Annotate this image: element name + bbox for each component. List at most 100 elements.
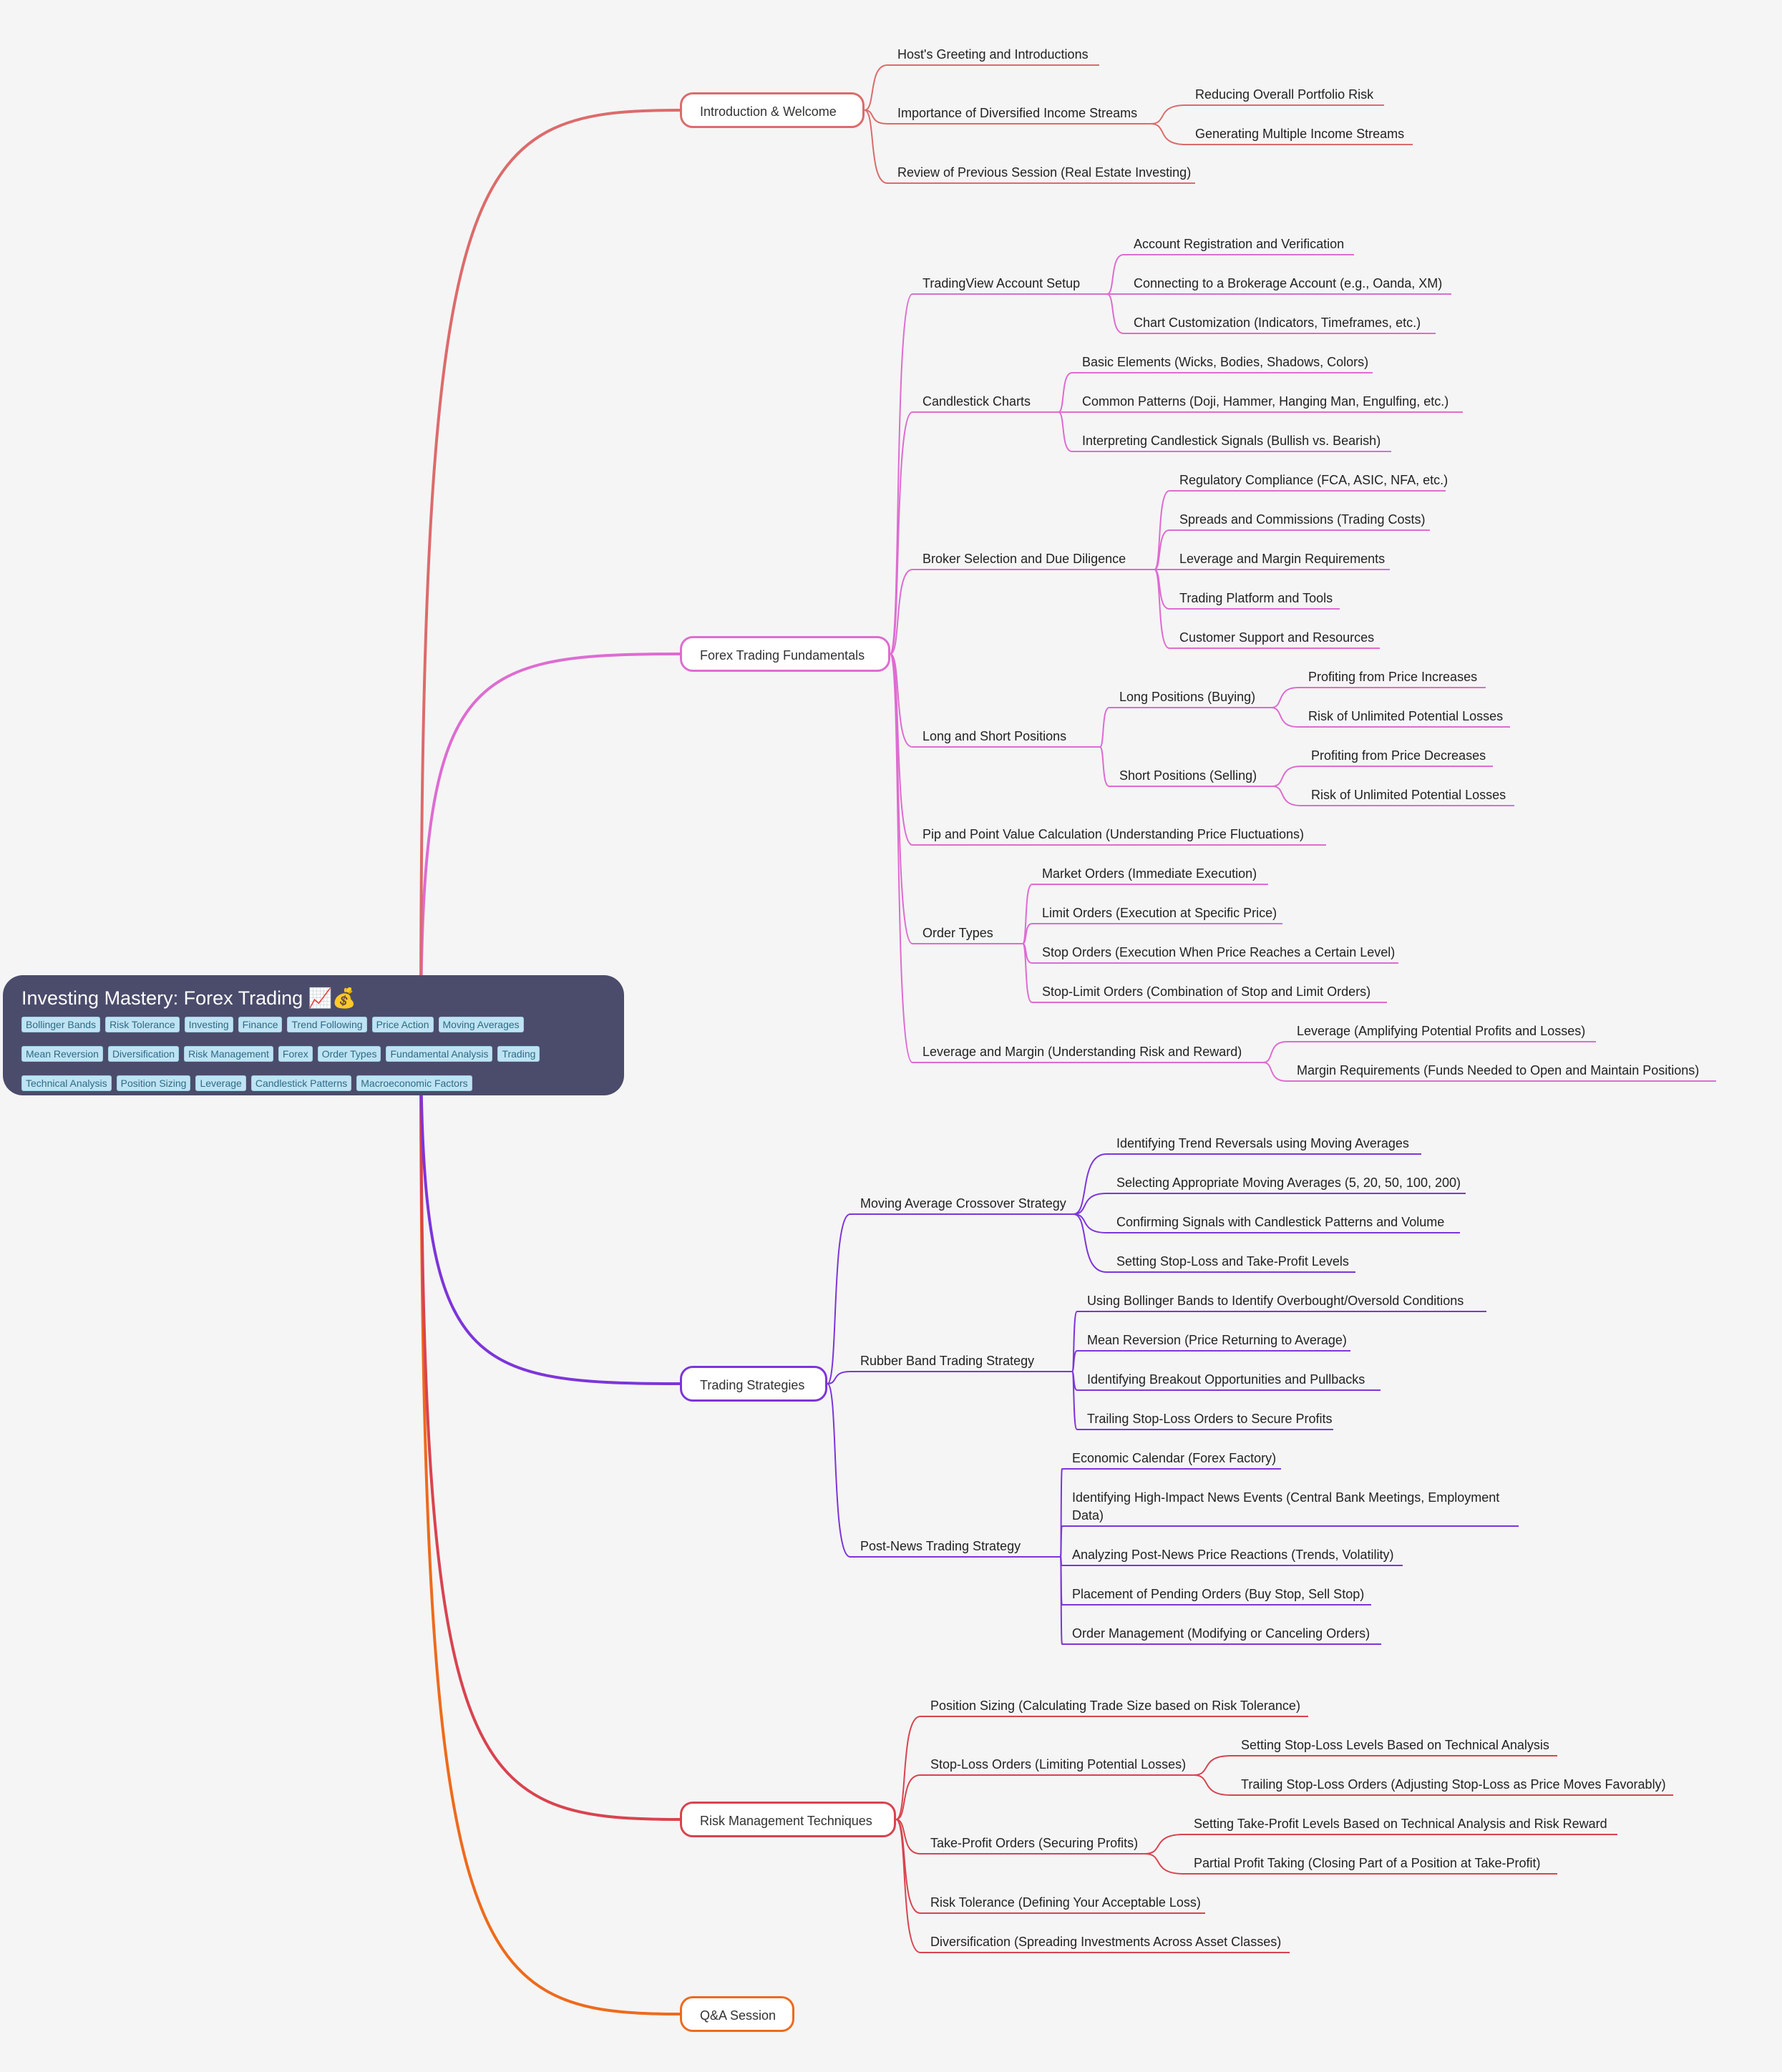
branch-node[interactable]: Forex Trading Fundamentals — [680, 636, 890, 672]
topic-node[interactable]: Order Types — [922, 926, 993, 940]
connector-line — [1073, 1153, 1107, 1215]
topic-node[interactable]: Leverage and Margin (Understanding Risk … — [922, 1045, 1242, 1059]
connector-line — [1144, 1853, 1184, 1875]
topic-node[interactable]: Risk Tolerance (Defining Your Acceptable… — [930, 1895, 1201, 1910]
topic-node[interactable]: Placement of Pending Orders (Buy Stop, S… — [1072, 1587, 1365, 1601]
topic-node[interactable]: TradingView Account Setup — [922, 276, 1081, 290]
connector-line — [864, 64, 888, 111]
topic-node[interactable]: Analyzing Post-News Price Reactions (Tre… — [1072, 1548, 1394, 1562]
connector-line — [890, 653, 913, 846]
branch-node[interactable]: Q&A Session — [680, 1996, 794, 2032]
topic-node[interactable]: Partial Profit Taking (Closing Part of a… — [1194, 1856, 1541, 1870]
topic-node[interactable]: Leverage (Amplifying Potential Profits a… — [1297, 1024, 1586, 1038]
topic-node[interactable]: Identifying Breakout Opportunities and P… — [1087, 1372, 1365, 1387]
topic-node[interactable]: Reducing Overall Portfolio Risk — [1195, 87, 1374, 102]
connector-line — [1060, 1525, 1063, 1558]
topic-node[interactable]: Account Registration and Verification — [1134, 237, 1345, 251]
branch-node[interactable]: Risk Management Techniques — [680, 1802, 896, 1837]
topic-node[interactable]: Long and Short Positions — [922, 729, 1067, 743]
topic-node[interactable]: Diversification (Spreading Investments A… — [930, 1935, 1282, 1949]
topic-node[interactable]: Review of Previous Session (Real Estate … — [897, 165, 1192, 180]
branch-connector — [419, 653, 681, 1036]
topic-node[interactable]: Setting Take-Profit Levels Based on Tech… — [1194, 1817, 1607, 1831]
topic-node[interactable]: Candlestick Charts — [922, 394, 1031, 409]
root-node[interactable]: Investing Mastery: Forex Trading 📈💰 Boll… — [3, 975, 624, 1095]
connector-line — [890, 653, 913, 748]
topic-node[interactable]: Setting Stop-Loss and Take-Profit Levels — [1116, 1254, 1349, 1269]
topic-node[interactable]: Identifying Trend Reversals using Moving… — [1116, 1136, 1409, 1150]
connector-line — [1150, 104, 1186, 124]
topic-node[interactable]: Order Management (Modifying or Canceling… — [1072, 1626, 1370, 1641]
root-tag: Leverage — [195, 1075, 246, 1091]
root-tag: Fundamental Analysis — [386, 1046, 493, 1062]
root-tag: Mean Reversion — [21, 1046, 103, 1062]
topic-node[interactable]: Take-Profit Orders (Securing Profits) — [930, 1836, 1139, 1850]
connector-line — [1193, 1774, 1232, 1796]
topic-node[interactable]: Position Sizing (Calculating Trade Size … — [930, 1699, 1300, 1713]
topic-node[interactable]: Risk of Unlimited Potential Losses — [1311, 788, 1506, 802]
connector-line — [1270, 687, 1299, 708]
topic-node[interactable]: Limit Orders (Execution at Specific Pric… — [1042, 906, 1277, 920]
connector-line — [895, 1819, 921, 1953]
topic-node[interactable]: Confirming Signals with Candlestick Patt… — [1116, 1215, 1445, 1229]
topic-node[interactable]: Regulatory Compliance (FCA, ASIC, NFA, e… — [1179, 473, 1449, 487]
branch-node[interactable]: Introduction & Welcome — [680, 92, 865, 128]
connector-line — [1022, 943, 1033, 1003]
topic-node[interactable]: Connecting to a Brokerage Account (e.g.,… — [1134, 276, 1443, 290]
topic-node[interactable]: Post-News Trading Strategy — [860, 1539, 1021, 1553]
topic-node[interactable]: Trailing Stop-Loss Orders to Secure Prof… — [1087, 1412, 1333, 1426]
root-tag: Forex — [278, 1046, 313, 1062]
connector-line — [1106, 254, 1124, 295]
connector-line — [1073, 1213, 1107, 1273]
topic-node[interactable]: Stop-Loss Orders (Limiting Potential Los… — [930, 1757, 1187, 1772]
topic-node[interactable]: Trailing Stop-Loss Orders (Adjusting Sto… — [1241, 1777, 1666, 1792]
topic-node[interactable]: Profiting from Price Increases — [1308, 670, 1478, 684]
connector-line — [1073, 1193, 1107, 1215]
topic-node[interactable]: Short Positions (Selling) — [1119, 768, 1257, 783]
topic-node[interactable]: Trading Platform and Tools — [1179, 591, 1333, 605]
topic-node[interactable]: Pip and Point Value Calculation (Underst… — [922, 827, 1304, 841]
topic-node[interactable]: Selecting Appropriate Moving Averages (5… — [1116, 1176, 1461, 1190]
connector-line — [1270, 707, 1299, 728]
topic-node[interactable]: Using Bollinger Bands to Identify Overbo… — [1087, 1294, 1464, 1308]
topic-node[interactable]: Spreads and Commissions (Trading Costs) — [1179, 512, 1426, 527]
topic-node[interactable]: Interpreting Candlestick Signals (Bullis… — [1082, 434, 1381, 448]
topic-node[interactable]: Risk of Unlimited Potential Losses — [1308, 709, 1504, 723]
root-tag: Trend Following — [287, 1017, 367, 1032]
topic-node[interactable]: Moving Average Crossover Strategy — [860, 1196, 1066, 1211]
root-tag: Diversification — [107, 1046, 180, 1062]
topic-node[interactable]: Long Positions (Buying) — [1119, 690, 1256, 704]
topic-node[interactable]: Stop Orders (Execution When Price Reache… — [1042, 945, 1396, 959]
root-tag: Moving Averages — [438, 1017, 524, 1032]
topic-node[interactable]: Basic Elements (Wicks, Bodies, Shadows, … — [1082, 355, 1369, 369]
topic-node[interactable]: Rubber Band Trading Strategy — [860, 1354, 1035, 1368]
root-tag: Bollinger Bands — [21, 1017, 101, 1032]
branch-node[interactable]: Trading Strategies — [680, 1366, 827, 1402]
root-tag: Risk Tolerance — [105, 1017, 180, 1032]
branch-connector — [419, 1035, 681, 2015]
topic-node[interactable]: Mean Reversion (Price Returning to Avera… — [1087, 1333, 1347, 1347]
topic-node[interactable]: Chart Customization (Indicators, Timefra… — [1134, 316, 1421, 330]
topic-node[interactable]: Generating Multiple Income Streams — [1195, 127, 1405, 141]
topic-node[interactable]: Economic Calendar (Forex Factory) — [1072, 1451, 1277, 1465]
topic-node[interactable]: Market Orders (Immediate Execution) — [1042, 866, 1257, 881]
connector-line — [1060, 1556, 1063, 1645]
topic-node[interactable]: Identifying High-Impact News Events (Cen… — [1072, 1490, 1500, 1523]
topic-node[interactable]: Setting Stop-Loss Levels Based on Techni… — [1241, 1738, 1549, 1752]
topic-node[interactable]: Customer Support and Resources — [1179, 630, 1375, 645]
topic-node[interactable]: Profiting from Price Decreases — [1311, 748, 1486, 763]
topic-node[interactable]: Common Patterns (Doji, Hammer, Hanging M… — [1082, 394, 1449, 409]
connector-line — [1022, 923, 1033, 944]
topic-node[interactable]: Host's Greeting and Introductions — [897, 47, 1089, 62]
topic-node[interactable]: Broker Selection and Due Diligence — [922, 552, 1126, 566]
topic-node[interactable]: Margin Requirements (Funds Needed to Ope… — [1297, 1063, 1700, 1077]
topic-node[interactable]: Leverage and Margin Requirements — [1179, 552, 1386, 566]
root-tag: Price Action — [371, 1017, 434, 1032]
connector-line — [1262, 1062, 1287, 1082]
topic-node[interactable]: Importance of Diversified Income Streams — [897, 106, 1138, 120]
connector-line — [895, 1716, 921, 1820]
topic-node[interactable]: Stop-Limit Orders (Combination of Stop a… — [1042, 984, 1371, 999]
connector-line — [1193, 1755, 1232, 1776]
